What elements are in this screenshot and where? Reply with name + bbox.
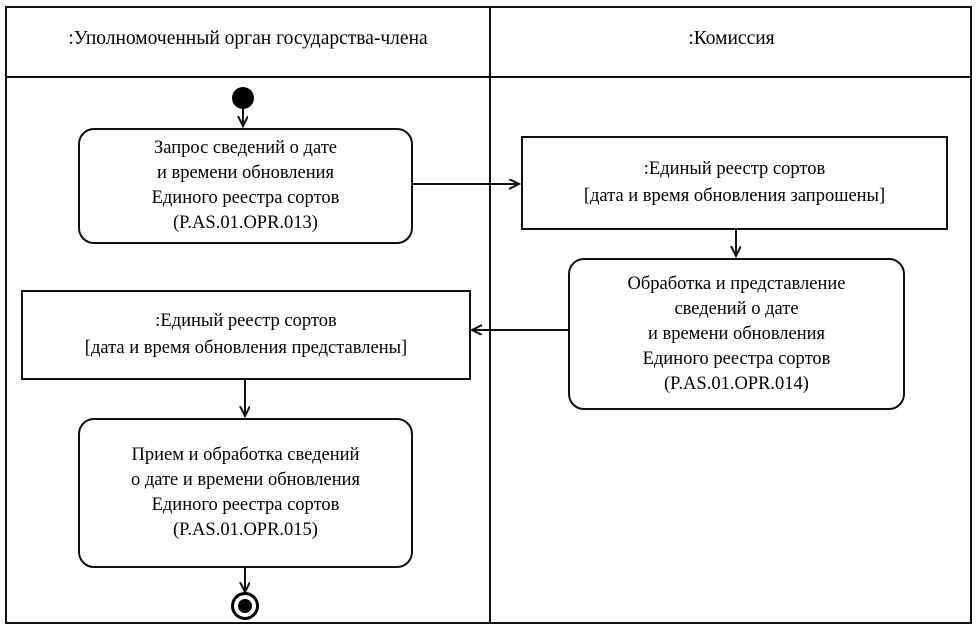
activity-opr-015-line-1: Прием и обработка сведений xyxy=(131,445,360,465)
lane-title-member-state: :Уполномоченный орган государства-члена xyxy=(68,28,428,49)
activity-opr-015-line-3: Единого реестра сортов xyxy=(151,495,340,515)
object-registry-provided-name: :Единый реестр сортов xyxy=(155,311,337,331)
object-node-registry-provided[interactable]: :Единый реестр сортов [дата и время обно… xyxy=(21,290,471,380)
activity-opr-014-line-2: сведений о дате xyxy=(674,298,799,319)
activity-node-opr-014[interactable]: Обработка и представление сведений о дат… xyxy=(568,258,905,410)
activity-opr-014-line-3: и времени обновления xyxy=(647,323,826,344)
activity-opr-014-code: (P.AS.01.OPR.014) xyxy=(664,373,809,394)
object-registry-requested-state: [дата и время обновления запрошены] xyxy=(583,186,886,206)
lane-header-separator xyxy=(5,76,972,78)
diagram-frame xyxy=(5,6,972,624)
activity-opr-014-line-1: Обработка и представление xyxy=(627,273,846,294)
object-registry-requested-name: :Единый реестр сортов xyxy=(643,159,826,179)
activity-opr-013-line-2: и времени обновления xyxy=(156,163,335,183)
activity-opr-014-line-4: Единого реестра сортов xyxy=(642,348,831,369)
activity-opr-015-code: (P.AS.01.OPR.015) xyxy=(173,520,318,540)
initial-node xyxy=(232,87,254,109)
activity-opr-015-line-2: о дате и времени обновления xyxy=(130,470,361,490)
lane-title-commission: :Комиссия xyxy=(688,28,775,49)
activity-opr-013-code: (P.AS.01.OPR.013) xyxy=(173,213,318,233)
lane-divider xyxy=(489,6,491,624)
activity-node-opr-013[interactable]: Запрос сведений о дате и времени обновле… xyxy=(78,128,413,244)
activity-node-opr-015[interactable]: Прием и обработка сведений о дате и врем… xyxy=(78,418,413,568)
activity-opr-013-line-3: Единого реестра сортов xyxy=(151,188,340,208)
object-registry-provided-state: [дата и время обновления представлены] xyxy=(84,338,408,358)
final-node xyxy=(231,592,259,620)
activity-opr-013-line-1: Запрос сведений о дате xyxy=(153,138,337,158)
object-node-registry-requested[interactable]: :Единый реестр сортов [дата и время обно… xyxy=(521,136,948,230)
